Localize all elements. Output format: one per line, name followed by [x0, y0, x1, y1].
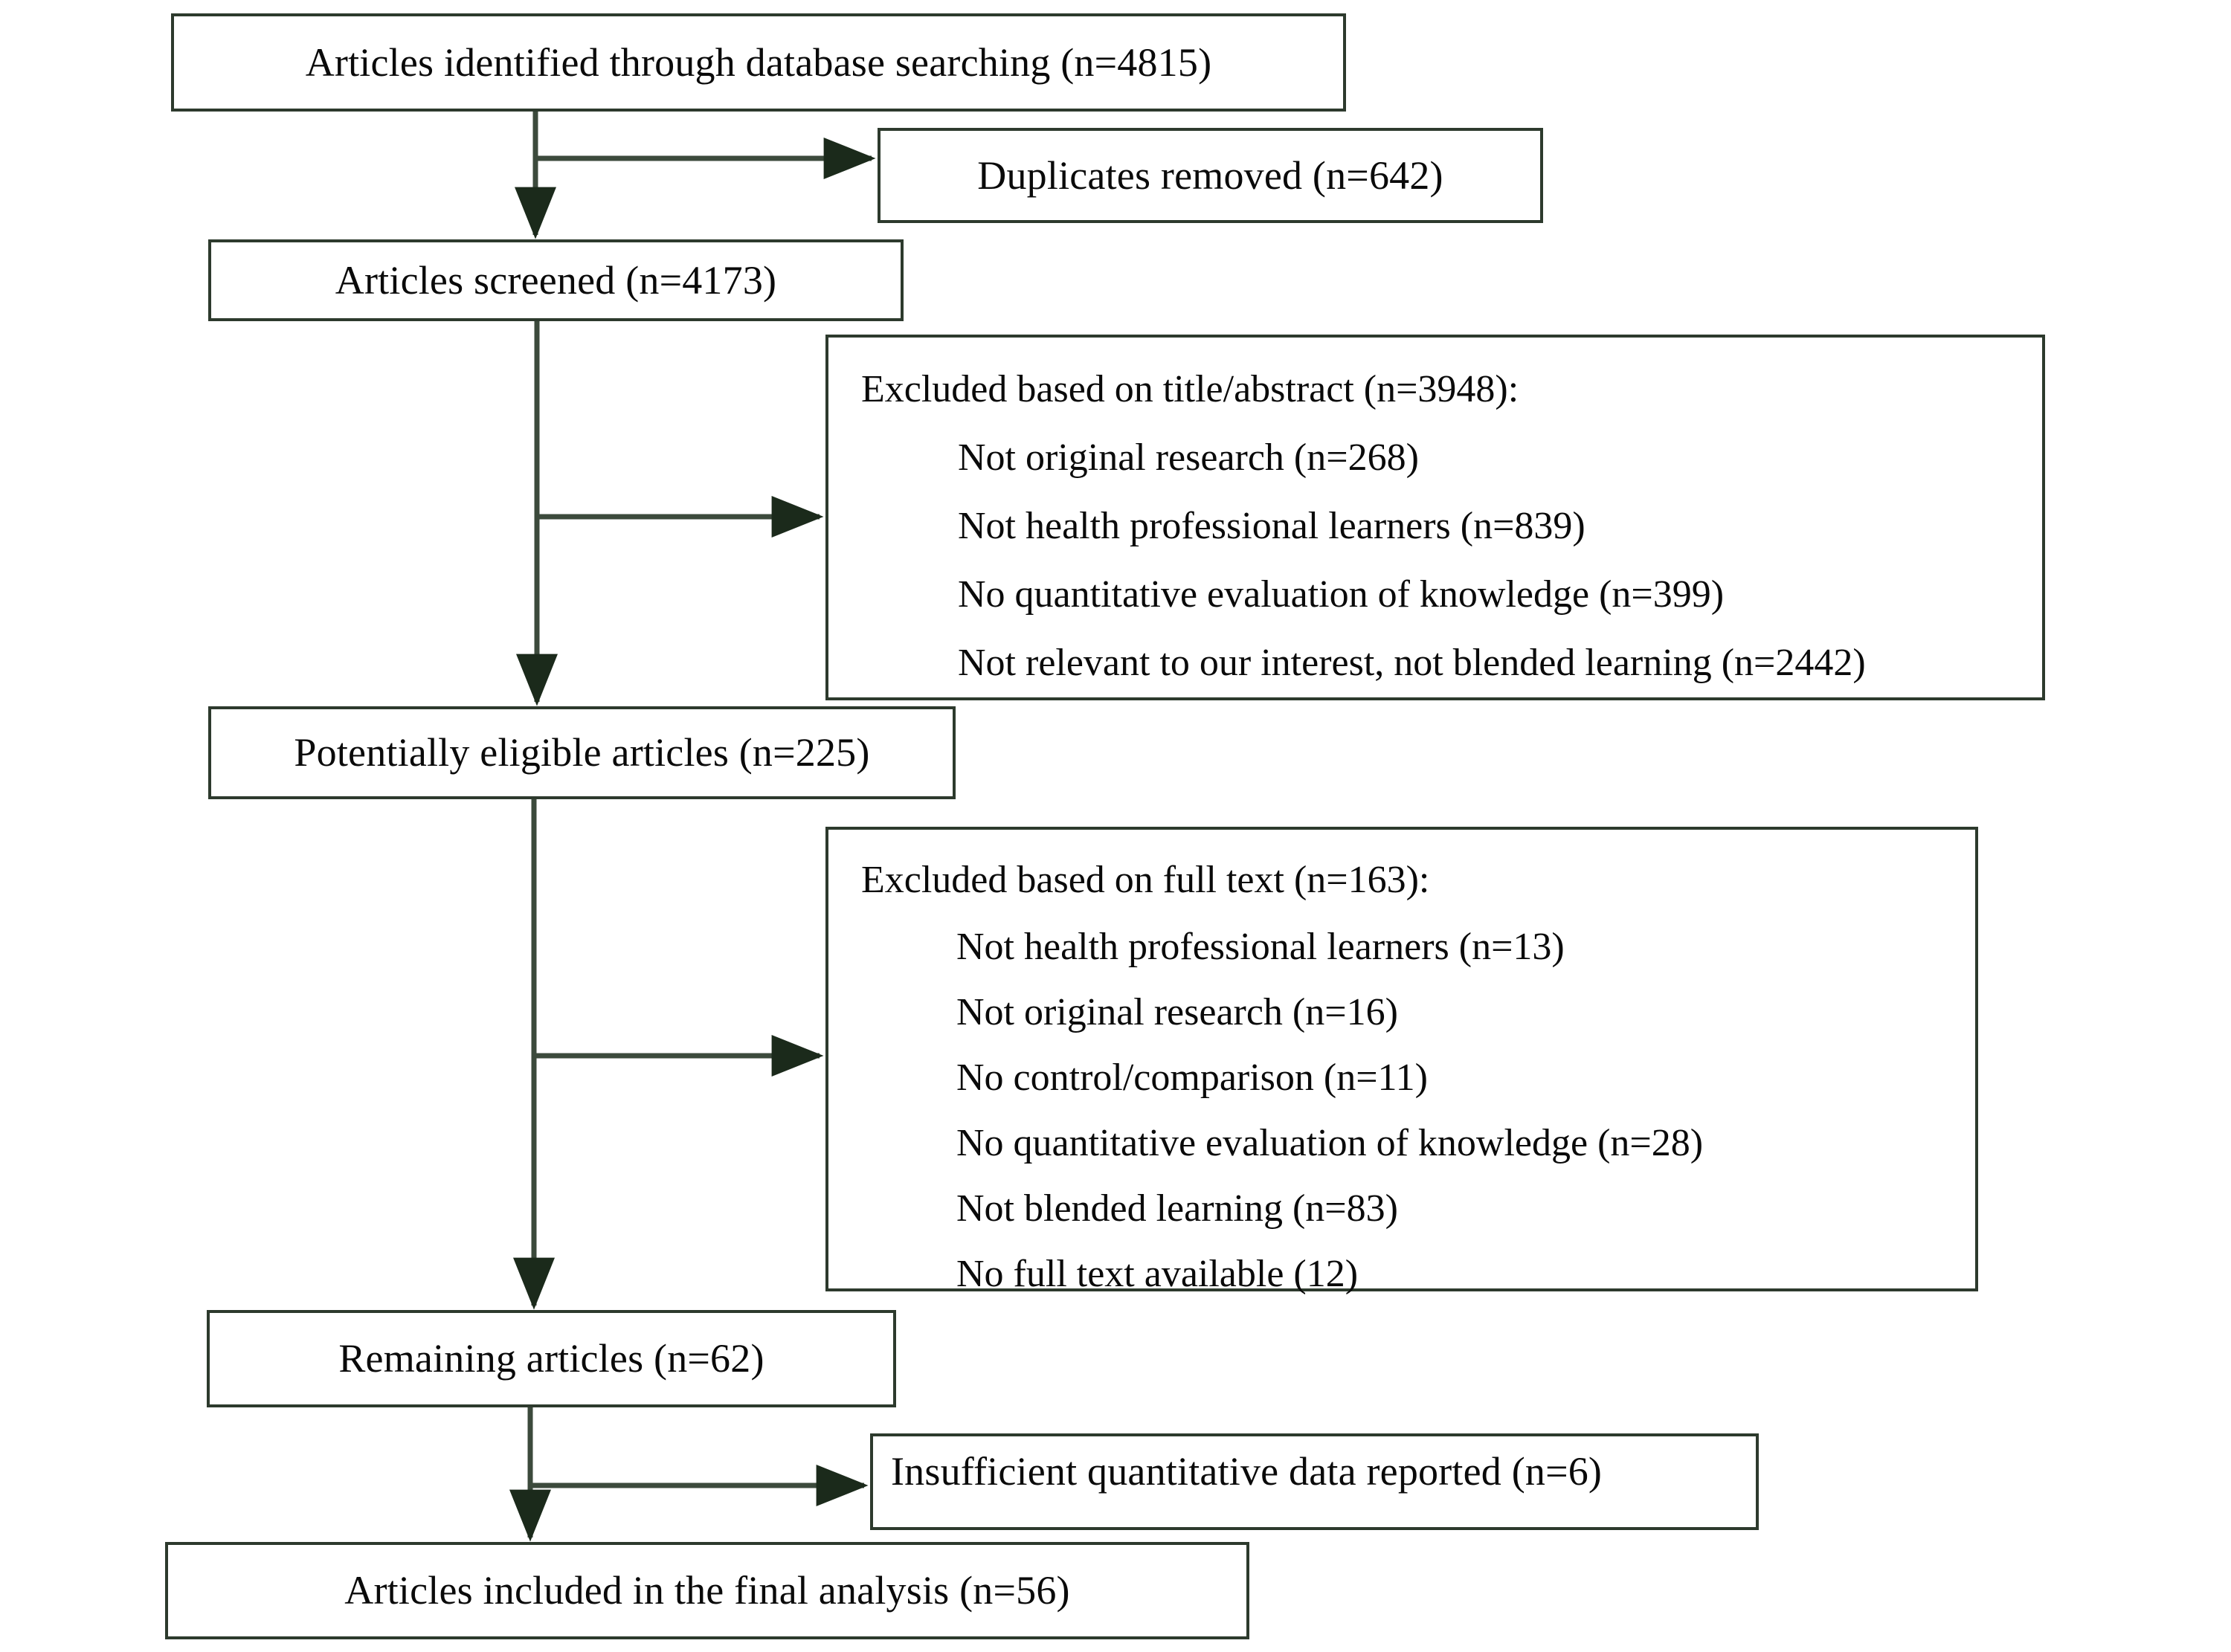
box-excluded-title-abstract[interactable]: Excluded based on title/abstract (n=3948… — [825, 335, 2045, 700]
box-remaining-articles-label: Remaining articles (n=62) — [338, 1336, 764, 1381]
excluded-title-abstract-item-2: No quantitative evaluation of knowledge … — [958, 573, 1725, 616]
box-insufficient-data-label: Insufficient quantitative data reported … — [891, 1449, 1603, 1494]
excluded-full-text-header: Excluded based on full text (n=163): — [861, 859, 1430, 901]
box-articles-included-label: Articles included in the final analysis … — [344, 1568, 1070, 1613]
box-excluded-full-text[interactable]: Excluded based on full text (n=163): Not… — [825, 827, 1978, 1294]
box-potentially-eligible[interactable]: Potentially eligible articles (n=225) — [208, 706, 956, 799]
excluded-full-text-item-4: Not blended learning (n=83) — [956, 1187, 1398, 1230]
excluded-full-text-item-3: No quantitative evaluation of knowledge … — [956, 1122, 1704, 1164]
excluded-title-abstract-header: Excluded based on title/abstract (n=3948… — [861, 368, 1519, 410]
excluded-full-text-item-5: No full text available (12) — [956, 1253, 1359, 1295]
box-articles-screened-label: Articles screened (n=4173) — [335, 257, 777, 303]
box-articles-identified-label: Articles identified through database sea… — [305, 39, 1212, 85]
excluded-full-text-item-1: Not original research (n=16) — [956, 991, 1398, 1033]
excluded-title-abstract-item-3: Not relevant to our interest, not blende… — [958, 642, 1866, 684]
excluded-title-abstract-list: Excluded based on title/abstract (n=3948… — [861, 370, 2035, 683]
box-articles-included[interactable]: Articles included in the final analysis … — [165, 1542, 1249, 1639]
box-articles-identified[interactable]: Articles identified through database sea… — [171, 13, 1346, 112]
excluded-title-abstract-item-0: Not original research (n=268) — [958, 436, 1419, 479]
excluded-full-text-item-2: No control/comparison (n=11) — [956, 1056, 1428, 1099]
excluded-title-abstract-item-1: Not health professional learners (n=839) — [958, 505, 1585, 547]
excluded-full-text-item-0: Not health professional learners (n=13) — [956, 926, 1565, 968]
box-potentially-eligible-label: Potentially eligible articles (n=225) — [294, 730, 870, 775]
box-articles-screened[interactable]: Articles screened (n=4173) — [208, 239, 904, 321]
excluded-full-text-list: Excluded based on full text (n=163): Not… — [861, 861, 1968, 1294]
box-insufficient-data[interactable]: Insufficient quantitative data reported … — [870, 1433, 1759, 1530]
box-remaining-articles[interactable]: Remaining articles (n=62) — [207, 1310, 896, 1407]
box-duplicates-removed[interactable]: Duplicates removed (n=642) — [878, 128, 1543, 223]
box-duplicates-removed-label: Duplicates removed (n=642) — [977, 152, 1443, 198]
